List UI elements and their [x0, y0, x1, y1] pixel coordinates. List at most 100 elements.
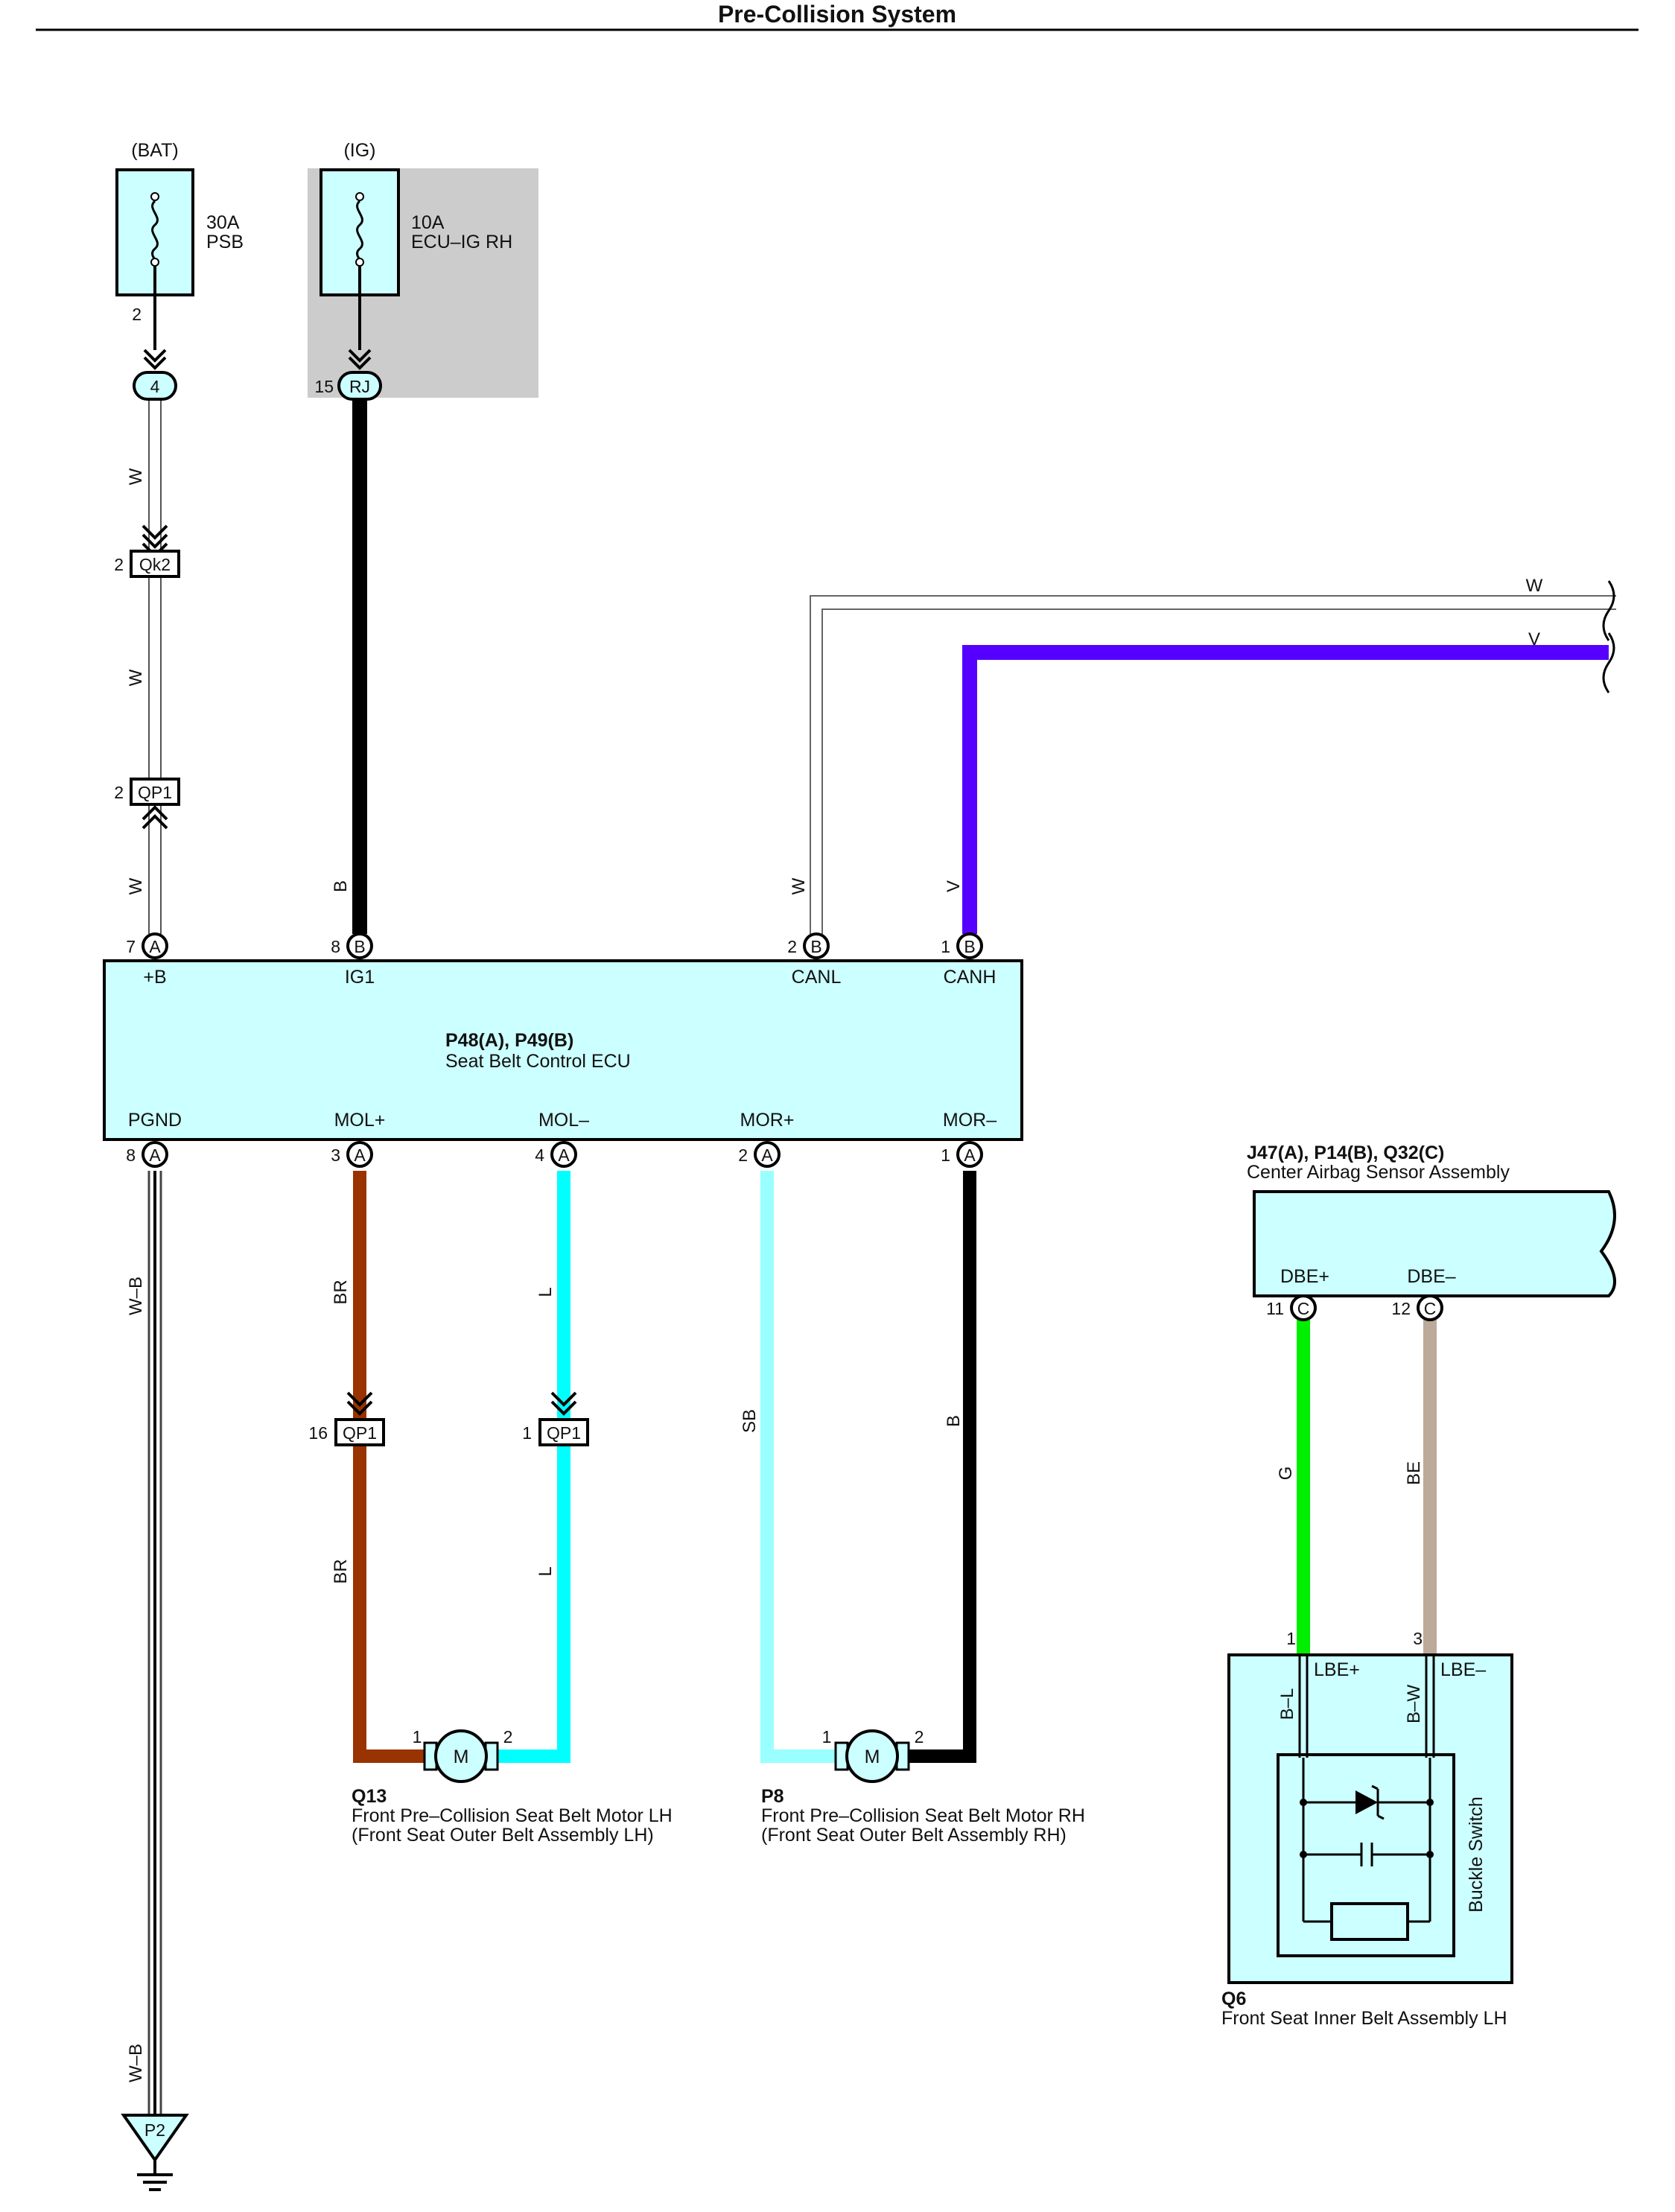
svg-text:8: 8 [331, 937, 340, 956]
connector-qp1-l-label: QP1 [547, 1423, 581, 1443]
bat-label: (BAT) [131, 140, 178, 161]
svg-text:8: 8 [126, 1145, 136, 1165]
wire-mor-plus [760, 1171, 836, 1763]
wire-label-wb-bottom: W–B [126, 2044, 146, 2082]
svg-text:1: 1 [941, 937, 950, 956]
svg-text:1: 1 [822, 1727, 832, 1747]
zener-diode-icon [1355, 1790, 1378, 1814]
wire-bl [1298, 1655, 1309, 1758]
svg-text:2: 2 [738, 1145, 748, 1165]
wire-label-bl: B–L [1277, 1688, 1297, 1720]
connector-qp1-top-label: QP1 [138, 783, 172, 802]
ecu-bottom-terminal-pgnd: PGND A 8 [126, 1110, 182, 1168]
wire-mor-minus [909, 1171, 976, 1763]
svg-text:A: A [149, 937, 161, 956]
svg-text:MOL+: MOL+ [334, 1110, 386, 1131]
wire-label-br-bottom: BR [331, 1559, 351, 1583]
wire-label-b-ig: B [331, 880, 351, 892]
ecu-desc: Seat Belt Control ECU [445, 1051, 631, 1072]
junction-connector-rj [337, 371, 382, 401]
svg-text:M: M [454, 1747, 469, 1767]
wire-label-w2: W [126, 669, 146, 686]
svg-text:A: A [354, 1145, 366, 1165]
wire-label-wb-top: W–B [126, 1277, 146, 1315]
buckle-assembly-box [1227, 1653, 1513, 1984]
connector-qp1-top [130, 778, 180, 806]
wire-label-g: G [1276, 1466, 1296, 1481]
svg-text:DBE+: DBE+ [1280, 1266, 1329, 1287]
motor-lh-line1: Front Pre–Collision Seat Belt Motor LH [352, 1805, 673, 1826]
page-title: Pre-Collision System [718, 1, 956, 28]
wire-label-canh: V [944, 880, 964, 892]
buckle-pin-1: 1 [1286, 1629, 1296, 1648]
ground-p2-label: P2 [144, 2120, 165, 2140]
wire-label-b-mor: B [944, 1415, 964, 1427]
connector-qk2 [130, 550, 180, 578]
motor-lh: M 1 2 [413, 1727, 512, 1783]
buckle-switch-circuit [1302, 1758, 1431, 1923]
connector-qp1-l-pin: 1 [522, 1423, 532, 1443]
svg-text:C: C [1297, 1299, 1310, 1318]
wire-label-w3: W [126, 877, 146, 894]
wire-label-canh-right: V [1528, 629, 1540, 649]
ig-label: (IG) [343, 140, 375, 161]
buckle-pin-3: 3 [1413, 1629, 1423, 1648]
connector-qk2-label: Qk2 [139, 555, 171, 574]
connector-qp1-br [334, 1418, 385, 1446]
wire-mol-minus [498, 1171, 570, 1763]
buckle-desc: Front Seat Inner Belt Assembly LH [1221, 2008, 1507, 2029]
motor-rh-line1: Front Pre–Collision Seat Belt Motor RH [761, 1805, 1085, 1826]
ecu-top-terminal-canh: B 1 CANH [941, 932, 996, 988]
svg-text:A: A [964, 1145, 976, 1165]
fuse-psb-out-pin: 2 [132, 305, 142, 324]
junction-connector-4 [133, 371, 177, 401]
connector-qp1-top-pin: 2 [114, 783, 124, 802]
fuse-psb-amp: 30A [206, 212, 240, 233]
svg-text:2: 2 [787, 937, 797, 956]
junction-rj-code: RJ [349, 377, 370, 396]
wire-bw [1425, 1655, 1435, 1758]
connector-qk2-pin: 2 [114, 555, 124, 574]
ecu-bottom-terminal-mor-minus: MOR– A 1 [941, 1110, 997, 1168]
motor-rh-icon [845, 1729, 899, 1783]
ecu-bottom-terminal-mol-minus: MOL– A 4 [535, 1110, 589, 1168]
svg-text:3: 3 [331, 1145, 340, 1165]
wire-canl [810, 595, 1616, 934]
connector-qp1-l [538, 1418, 589, 1446]
svg-text:MOR+: MOR+ [740, 1110, 795, 1131]
wire-label-be: BE [1404, 1461, 1424, 1485]
svg-text:MOR–: MOR– [943, 1110, 997, 1131]
connector-qp1-br-pin: 16 [308, 1423, 328, 1443]
motor-lh-line2: (Front Seat Outer Belt Assembly LH) [352, 1825, 654, 1846]
svg-text:1: 1 [941, 1145, 950, 1165]
svg-text:B: B [354, 937, 365, 956]
svg-text:CANL: CANL [792, 967, 842, 988]
resistor-icon [1330, 1902, 1409, 1941]
junction-rj-pin: 15 [314, 377, 334, 396]
ecu-bottom-terminal-mol-plus: MOL+ A 3 [331, 1110, 386, 1168]
buckle-terminal-lbe-plus: LBE+ [1314, 1659, 1360, 1680]
svg-text:B: B [964, 937, 975, 956]
wire-label-l-bottom: L [535, 1566, 556, 1576]
svg-text:C: C [1424, 1299, 1437, 1318]
svg-text:A: A [149, 1145, 161, 1165]
seat-belt-control-ecu [103, 959, 1023, 1141]
svg-text:PGND: PGND [128, 1110, 182, 1131]
chevron-up-icon [142, 805, 168, 830]
connector-qp1-l-arrow-icon [550, 1391, 577, 1416]
svg-text:M: M [865, 1747, 880, 1767]
airbag-terminal-dbe-minus: DBE– C 12 [1391, 1266, 1456, 1321]
wire-canh [962, 645, 1609, 934]
motor-lh-code: Q13 [352, 1786, 387, 1807]
svg-text:IG1: IG1 [345, 967, 375, 988]
svg-text:A: A [558, 1145, 570, 1165]
wire-pgnd [147, 1171, 162, 2115]
wire-label-sb: SB [740, 1409, 760, 1433]
buckle-switch-inner [1277, 1753, 1455, 1957]
wire-plus-b [148, 399, 162, 934]
svg-text:7: 7 [126, 937, 136, 956]
buckle-terminal-lbe-minus: LBE– [1440, 1659, 1486, 1680]
airbag-terminal-dbe-plus: DBE+ C 11 [1266, 1266, 1329, 1321]
ecu-top-terminal-plus-b: A 7 +B [126, 932, 168, 988]
